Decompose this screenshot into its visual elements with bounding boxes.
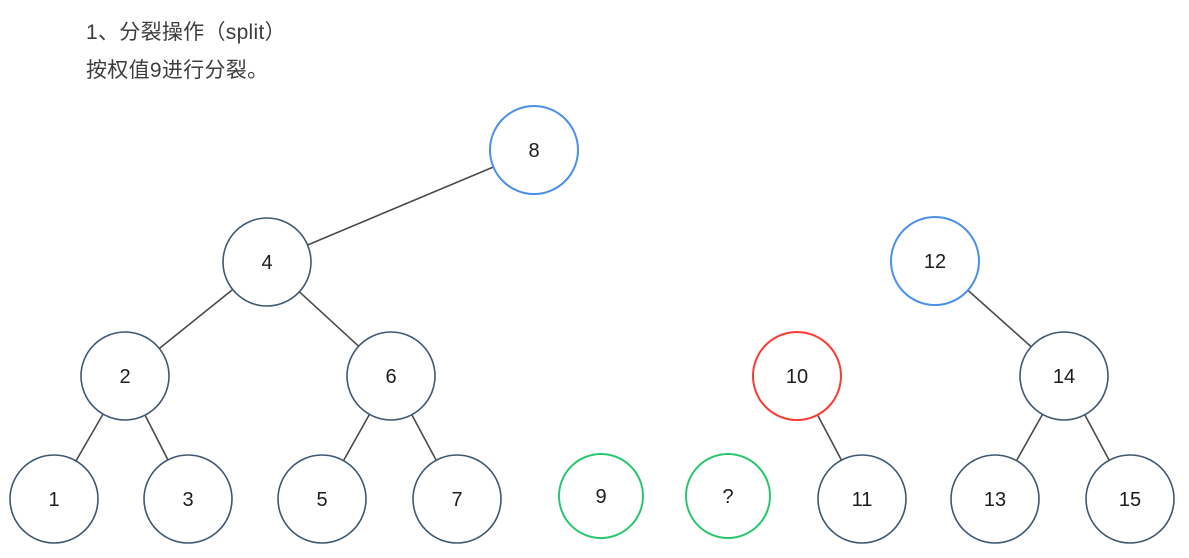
node-circle-5: [277, 454, 367, 544]
tree-node-1[interactable]: 1: [9, 454, 99, 544]
node-circle-4: [222, 217, 312, 307]
tree-node-13[interactable]: 13: [950, 454, 1040, 544]
tree-node-10[interactable]: 10: [752, 331, 842, 421]
tree-node-11[interactable]: 11: [817, 454, 907, 544]
heading-line-1: 1、分裂操作（split）: [86, 21, 286, 44]
node-circle-13: [950, 454, 1040, 544]
heading-block: 1、分裂操作（split） 按权值9进行分裂。: [86, 14, 786, 90]
tree-node-14[interactable]: 14: [1019, 331, 1109, 421]
node-label-1: 1: [48, 489, 59, 511]
node-label-unknown: ?: [722, 486, 733, 508]
node-circle-9: [558, 453, 644, 539]
node-label-6: 6: [385, 366, 396, 388]
tree-node-9[interactable]: 9: [558, 453, 644, 539]
node-label-5: 5: [316, 489, 327, 511]
tree-edge-n14-to-n13: [1015, 413, 1044, 462]
node-circle-6: [346, 331, 436, 421]
tree-node-7[interactable]: 7: [412, 454, 502, 544]
node-circle-2: [80, 331, 170, 421]
node-circle-8: [489, 105, 579, 195]
tree-edge-n14-to-n15: [1084, 414, 1110, 461]
node-label-12: 12: [924, 251, 946, 273]
node-label-10: 10: [786, 366, 808, 388]
node-circle-15: [1085, 454, 1175, 544]
tree-node-4[interactable]: 4: [222, 217, 312, 307]
node-circle-14: [1019, 331, 1109, 421]
node-circle-1: [9, 454, 99, 544]
tree-edge-n8-to-n4: [307, 166, 494, 246]
tree-edge-n12-to-n14: [967, 289, 1032, 348]
tree-edge-n2-to-n3: [144, 414, 169, 461]
tree-node-15[interactable]: 15: [1085, 454, 1175, 544]
tree-node-12[interactable]: 12: [890, 216, 980, 306]
node-label-4: 4: [261, 252, 272, 274]
tree-edge-n4-to-n6: [298, 291, 360, 347]
node-label-15: 15: [1119, 489, 1141, 511]
node-label-3: 3: [182, 489, 193, 511]
tree-node-2[interactable]: 2: [80, 331, 170, 421]
tree-edge-n4-to-n2: [158, 288, 234, 350]
node-label-11: 11: [852, 489, 873, 511]
tree-edge-n10-to-n11: [816, 414, 843, 461]
tree-node-3[interactable]: 3: [143, 454, 233, 544]
node-label-8: 8: [528, 140, 539, 162]
node-circle-12: [890, 216, 980, 306]
node-circle-11: [817, 454, 907, 544]
tree-node-6[interactable]: 6: [346, 331, 436, 421]
node-circle-7: [412, 454, 502, 544]
edge-layer: [75, 166, 1110, 462]
node-label-7: 7: [451, 489, 462, 511]
node-label-2: 2: [119, 366, 130, 388]
tree-node-5[interactable]: 5: [277, 454, 367, 544]
tree-edge-n2-to-n1: [75, 413, 104, 462]
node-label-13: 13: [984, 489, 1006, 511]
node-circle-10: [752, 331, 842, 421]
node-label-9: 9: [595, 486, 606, 508]
tree-edge-n6-to-n7: [411, 414, 437, 461]
heading-line-2: 按权值9进行分裂。: [86, 59, 269, 82]
tree-edge-n6-to-n5: [342, 413, 371, 462]
tree-node-8[interactable]: 8: [489, 105, 579, 195]
node-circle-3: [143, 454, 233, 544]
tree-node-unknown[interactable]: ?: [685, 453, 771, 539]
node-label-14: 14: [1053, 366, 1075, 388]
node-circle-unknown: [685, 453, 771, 539]
